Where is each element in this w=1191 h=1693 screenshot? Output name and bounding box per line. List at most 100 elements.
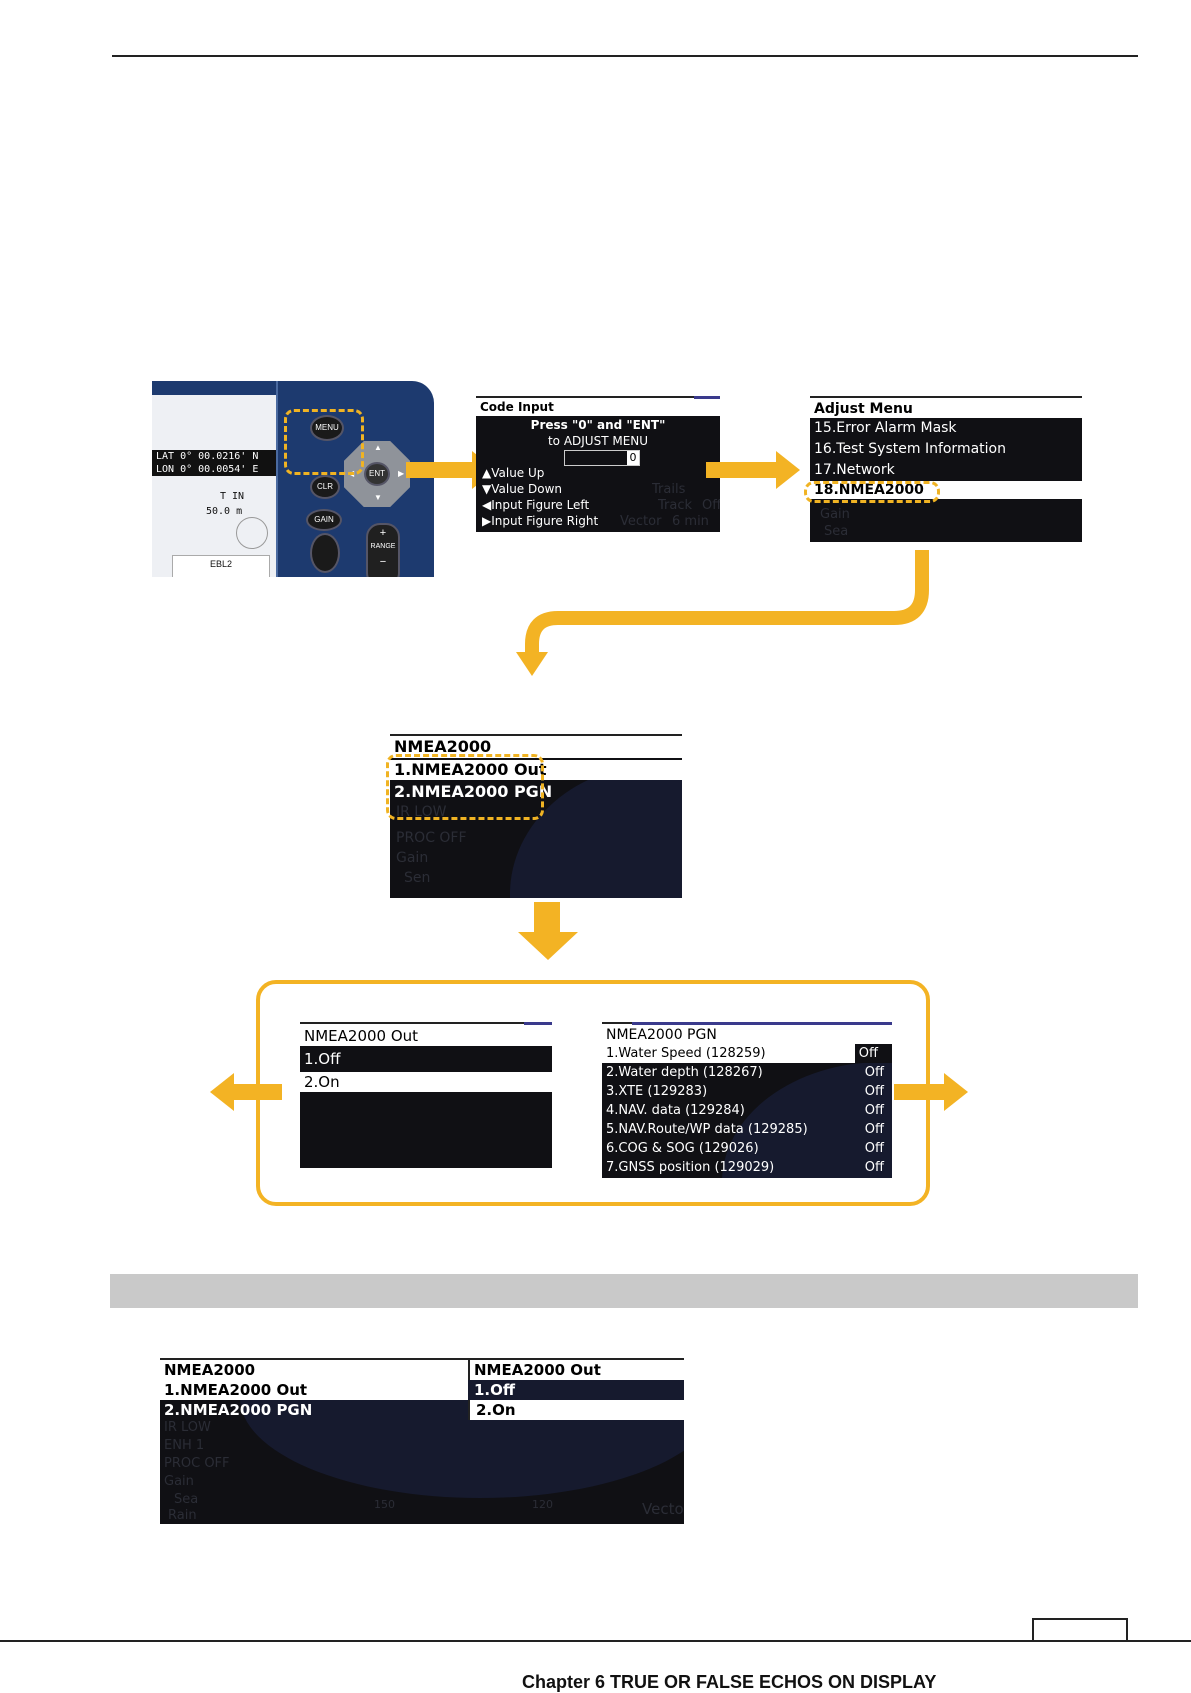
input-right-label: Input Figure Right xyxy=(491,514,599,528)
ghost-trails: Trails xyxy=(652,482,686,497)
nmea2000-highlight xyxy=(804,481,940,503)
pgn-row-3-label: 3.XTE (129283) xyxy=(606,1084,708,1099)
ebl-box: EBL2 xyxy=(172,555,270,577)
panel-divider xyxy=(276,381,278,577)
adjust-item-16[interactable]: 16.Test System Information xyxy=(814,441,1006,457)
lat-label: LAT xyxy=(156,451,175,462)
pgn-row-1[interactable]: 1.Water Speed (128259) Off xyxy=(602,1044,892,1063)
ghost-gain: Gain xyxy=(820,507,850,522)
adjust-item-17[interactable]: 17.Network xyxy=(814,462,895,478)
ghost-vector: Vector xyxy=(620,514,662,529)
radar-display: LAT 0° 00.0216' N LON 0° 00.0054' E T IN… xyxy=(152,395,276,577)
pgn-row-6-label: 6.COG & SOG (129026) xyxy=(606,1141,759,1156)
ghost-track-value: Off xyxy=(702,498,720,513)
down-arrow-stem xyxy=(534,902,560,934)
adjust-item-15[interactable]: 15.Error Alarm Mask xyxy=(814,420,957,436)
combined-right-title: NMEA2000 Out xyxy=(468,1358,684,1380)
lat-lon-readout: LAT 0° 00.0216' N LON 0° 00.0054' E xyxy=(152,450,276,476)
nmea-pgn-title: NMEA2000 PGN xyxy=(602,1022,892,1044)
pgn-row-6[interactable]: 6.COG & SOG (129026) Off xyxy=(602,1139,892,1158)
range-label: RANGE xyxy=(370,543,396,550)
combined-ghost-sea: Sea xyxy=(174,1492,199,1507)
gain-knob[interactable] xyxy=(310,533,340,573)
ghost-ir-low: IR LOW xyxy=(396,804,447,820)
pgn-row-7-label: 7.GNSS position (129029) xyxy=(606,1160,775,1175)
combined-left-item-out[interactable]: 1.NMEA2000 Out xyxy=(160,1380,468,1400)
combined-right-on[interactable]: 2.On xyxy=(468,1400,684,1420)
value-up-item: ▲Value Up xyxy=(482,466,544,480)
code-input-title: Code Input xyxy=(476,396,720,416)
nmea-pgn-screen: NMEA2000 PGN 1.Water Speed (128259) Off … xyxy=(602,1022,892,1178)
right-arrow-icon: ▶ xyxy=(398,469,405,478)
lat-value: 0° 00.0216' N xyxy=(180,451,259,462)
combined-left-item-pgn[interactable]: 2.NMEA2000 PGN xyxy=(164,1401,313,1419)
pgn-row-1-label: 1.Water Speed (128259) xyxy=(606,1046,766,1061)
nmea-out-title: NMEA2000 Out xyxy=(300,1022,552,1046)
input-left-item: ◀Input Figure Left xyxy=(482,498,589,512)
code-input-title-text: Code Input xyxy=(480,400,554,414)
pgn-row-1-value: Off xyxy=(854,1044,892,1063)
combined-ghost-150: 150 xyxy=(374,1498,395,1511)
down-triangle-icon: ▼ xyxy=(482,482,492,496)
pgn-row-3[interactable]: 3.XTE (129283)Off xyxy=(602,1082,892,1101)
pgn-row-5[interactable]: 5.NAV.Route/WP data (129285)Off xyxy=(602,1120,892,1139)
header-rule xyxy=(112,55,1138,57)
arrow-right-out xyxy=(894,1073,968,1111)
combined-ghost-rain: Rain xyxy=(168,1508,197,1523)
range-readout: 50.0 m xyxy=(206,506,243,517)
ghost-sea: Sea xyxy=(824,524,849,539)
nmea-out-on[interactable]: 2.On xyxy=(300,1072,552,1092)
pgn-row-7[interactable]: 7.GNSS position (129029)Off xyxy=(602,1158,892,1177)
value-down-item: ▼Value Down xyxy=(482,482,562,496)
ghost-gain-2: Gain xyxy=(396,850,429,866)
input-right-item: ▶Input Figure Right xyxy=(482,514,598,528)
up-triangle-icon: ▲ xyxy=(482,466,492,480)
lon-value: 0° 00.0054' E xyxy=(180,464,259,475)
adjust-menu-screen: Adjust Menu 15.Error Alarm Mask 16.Test … xyxy=(810,396,1082,542)
title-accent xyxy=(694,396,720,399)
pgn-row-4[interactable]: 4.NAV. data (129284)Off xyxy=(602,1101,892,1120)
value-up-label: Value Up xyxy=(491,466,545,480)
gain-button[interactable]: GAIN xyxy=(306,509,342,531)
combined-ghost-ir: IR LOW xyxy=(164,1420,211,1435)
pgn-row-2-value: Off xyxy=(864,1065,884,1080)
input-left-label: Input Figure Left xyxy=(491,498,590,512)
nmea-out-screen: NMEA2000 Out 1.Off 2.On xyxy=(300,1022,552,1168)
range-rocker[interactable]: + RANGE − xyxy=(366,523,400,577)
combined-ghost-120: 120 xyxy=(532,1498,553,1511)
nmea-pgn-title-text: NMEA2000 PGN xyxy=(606,1027,717,1043)
ent-button[interactable]: ENT xyxy=(364,462,390,486)
plus-icon: + xyxy=(379,527,387,539)
code-input-screen: Code Input Press "0" and "ENT" to ADJUST… xyxy=(476,396,720,532)
adjust-item-18[interactable]: 18.NMEA2000 xyxy=(810,481,1082,499)
nmea-item-out[interactable]: 1.NMEA2000 Out xyxy=(390,760,682,780)
combined-ghost-vector: Vecto xyxy=(642,1500,684,1518)
right-triangle-icon: ▶ xyxy=(482,514,492,528)
minus-icon: − xyxy=(379,556,387,568)
ghost-track: Track xyxy=(658,498,693,513)
pgn-row-5-label: 5.NAV.Route/WP data (129285) xyxy=(606,1122,808,1137)
compass-rose-icon xyxy=(236,517,268,549)
page-number-tab xyxy=(1032,1618,1128,1642)
pgn-row-6-value: Off xyxy=(864,1141,884,1156)
combined-left-title: NMEA2000 xyxy=(160,1358,468,1380)
arrow-right-1 xyxy=(406,451,496,489)
combined-right-off[interactable]: 1.Off xyxy=(474,1381,516,1399)
curved-arrow-head xyxy=(516,652,548,676)
combined-ghost-enh: ENH 1 xyxy=(164,1438,205,1453)
combined-screen: NMEA2000 1.NMEA2000 Out 2.NMEA2000 PGN N… xyxy=(160,1358,684,1524)
pgn-row-2[interactable]: 2.Water depth (128267)Off xyxy=(602,1063,892,1082)
clr-button[interactable]: CLR xyxy=(310,475,340,499)
nmea-out-off[interactable]: 1.Off xyxy=(304,1050,341,1068)
pgn-row-4-value: Off xyxy=(864,1103,884,1118)
arrow-left-out xyxy=(210,1073,282,1111)
code-field[interactable]: 0 xyxy=(564,450,640,466)
menu-button[interactable]: MENU xyxy=(310,415,344,441)
code-input-line1: Press "0" and "ENT" xyxy=(530,418,666,432)
value-down-label: Value Down xyxy=(491,482,563,496)
nmea-item-pgn[interactable]: 2.NMEA2000 PGN xyxy=(394,782,553,801)
code-digit: 0 xyxy=(627,451,639,465)
section-band xyxy=(110,1274,1138,1308)
combined-ghost-gain: Gain xyxy=(164,1474,194,1489)
left-triangle-icon: ◀ xyxy=(482,498,492,512)
